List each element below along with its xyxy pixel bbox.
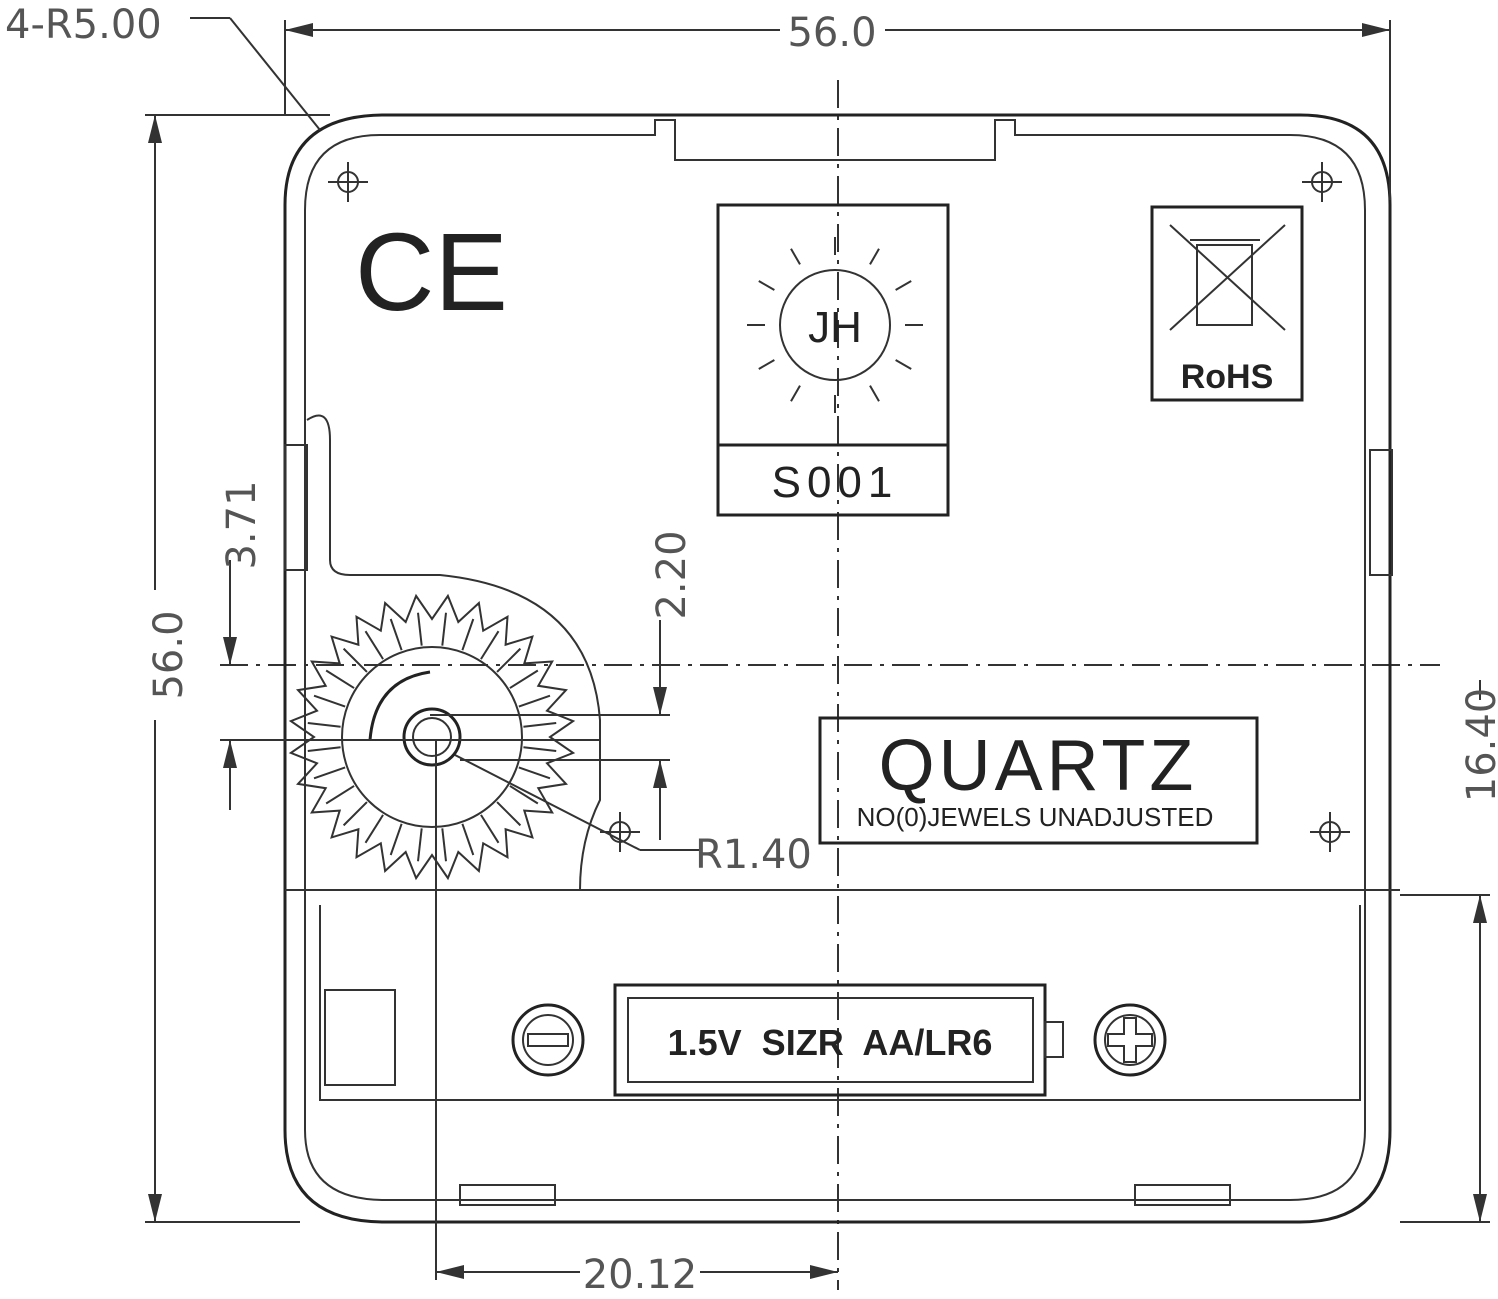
housing-inner-outline <box>304 119 1366 1201</box>
plus-icon <box>1093 1003 1167 1077</box>
rohs-label: RoHS <box>1181 358 1274 396</box>
battery-inner <box>627 997 1034 1083</box>
battery-label: 1.5V SIZR AA/LR6 <box>668 1022 993 1063</box>
rohs-box <box>1150 205 1304 402</box>
gear-cover-outline <box>306 414 601 891</box>
offset-dimension-2-20: 2.20 <box>649 530 695 619</box>
crossed-bin-icon <box>1169 224 1286 331</box>
screw-icon <box>1310 812 1350 852</box>
quartz-label: QUARTZ <box>879 726 1198 806</box>
shaft-radius-dimension: R1.40 <box>695 832 812 878</box>
minus-icon <box>511 1003 585 1077</box>
screw-icon <box>328 162 368 202</box>
foot-left <box>459 1184 556 1206</box>
shaft-offset-dimension: 20.12 <box>583 1252 698 1298</box>
rotation-arrow-icon <box>368 670 431 741</box>
side-clip-right <box>1369 449 1393 576</box>
model-number: S001 <box>772 458 899 507</box>
offset-dimension-16-40: 16.40 <box>1459 688 1498 803</box>
height-dimension: 56.0 <box>146 610 192 699</box>
housing-outline <box>283 113 1392 1224</box>
gear-icon <box>288 593 576 881</box>
battery-contact-block <box>324 989 396 1086</box>
width-dimension: 56.0 <box>787 10 876 56</box>
battery-compartment <box>319 905 1361 1101</box>
side-clip-left <box>284 444 308 571</box>
dimension-arrows <box>148 23 1487 1279</box>
battery-terminal <box>1044 1021 1064 1058</box>
foot-right <box>1134 1184 1231 1206</box>
screw-icon <box>1302 162 1342 202</box>
corner-radius-dimension: 4-R5.00 <box>5 2 162 48</box>
offset-dimension-3-71: 3.71 <box>219 480 265 569</box>
maker-label-box <box>716 203 950 517</box>
maker-logo: JH <box>808 303 862 352</box>
quartz-subtitle: NO(0)JEWELS UNADJUSTED <box>857 802 1214 832</box>
dimension-lines <box>145 17 1490 1280</box>
quartz-label-box <box>818 716 1259 845</box>
ce-mark: CE <box>355 211 508 334</box>
sun-icon <box>747 237 923 413</box>
